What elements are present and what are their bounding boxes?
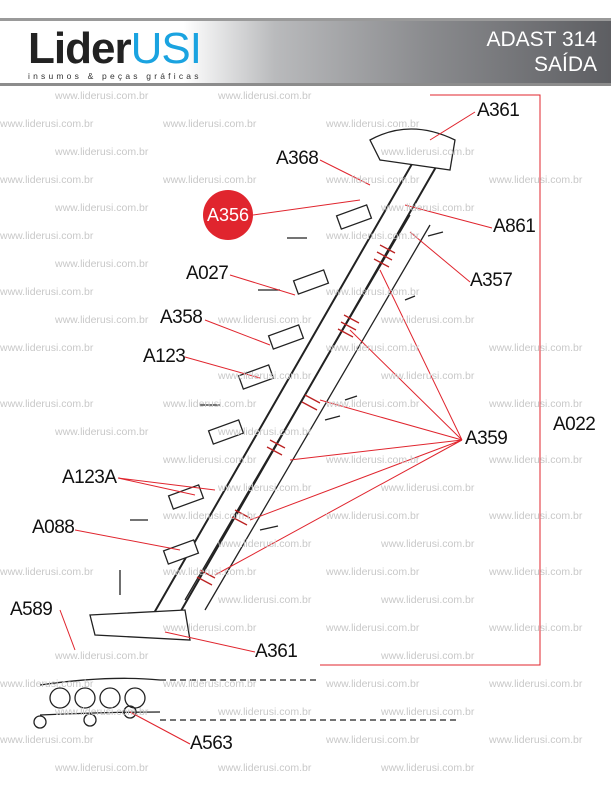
label-a589: A589 xyxy=(10,599,53,620)
label-a356-highlight[interactable]: A356 xyxy=(203,190,253,240)
label-a123: A123 xyxy=(143,346,186,367)
top-bracket xyxy=(369,128,456,171)
assembly-drawing xyxy=(33,128,460,729)
label-a022: A022 xyxy=(553,414,596,435)
label-a361-top: A361 xyxy=(477,100,520,121)
label-a088: A088 xyxy=(32,517,75,538)
springs xyxy=(196,244,396,586)
label-a861: A861 xyxy=(493,216,536,237)
pins xyxy=(119,231,444,595)
bottom-bracket xyxy=(89,609,191,641)
label-a027: A027 xyxy=(186,263,229,284)
label-a123a: A123A xyxy=(62,467,117,488)
title-section: SAÍDA xyxy=(533,53,597,76)
label-a359: A359 xyxy=(465,428,508,449)
logo: LiderUSI xyxy=(28,27,202,71)
label-a361-bottom: A361 xyxy=(255,641,298,662)
second-shaft xyxy=(184,214,431,611)
chain xyxy=(33,677,460,729)
logo-main: Lider xyxy=(28,24,132,73)
label-a368: A368 xyxy=(276,148,319,169)
title-model: ADAST 314 xyxy=(486,28,597,51)
label-a357: A357 xyxy=(470,270,513,291)
header-banner: LiderUSI insumos & peças gráficas ADAST … xyxy=(0,18,611,86)
leader-lines xyxy=(59,111,493,745)
label-a563: A563 xyxy=(190,733,233,754)
logo-accent: USI xyxy=(130,24,202,73)
clamps xyxy=(162,204,373,565)
a022-bracket xyxy=(320,94,541,666)
logo-tagline: insumos & peças gráficas xyxy=(28,71,202,81)
label-a358: A358 xyxy=(160,307,203,328)
main-shaft xyxy=(149,149,441,631)
